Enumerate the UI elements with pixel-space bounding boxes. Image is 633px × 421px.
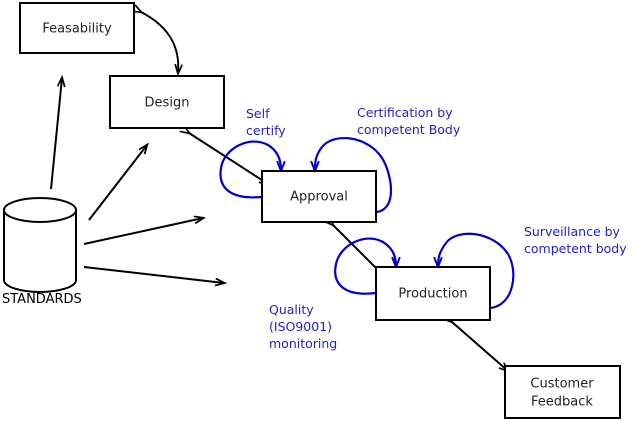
node-feasability-label: Feasability xyxy=(42,22,112,37)
datastore-standards: STANDARDS xyxy=(2,197,82,307)
node-customer-feedback-label-line1: Customer xyxy=(530,377,594,392)
node-design-label: Design xyxy=(145,96,190,111)
node-production[interactable]: Production xyxy=(375,266,491,321)
loop-certification-competent-body xyxy=(315,137,392,214)
node-design-box[interactable] xyxy=(109,75,225,129)
node-production-label: Production xyxy=(398,287,467,302)
node-feasability[interactable]: Feasability xyxy=(19,2,135,54)
annotation-certification-line-2: competent Body xyxy=(357,122,461,137)
annotation-certification-line-1: Certification by xyxy=(357,105,453,120)
annotation-self-certify-line-2: certify xyxy=(246,123,286,138)
annotation-surveillance-line-1: Surveillance by xyxy=(524,224,621,239)
arrow-design-approval xyxy=(189,133,268,184)
annotation-quality-monitoring: Quality (ISO9001) monitoring xyxy=(269,302,337,351)
arrow-feasability-design xyxy=(141,12,178,73)
arrow-production-customer-feedback xyxy=(452,322,508,371)
node-approval-label: Approval xyxy=(290,190,348,205)
node-customer-feedback[interactable]: Customer Feedback xyxy=(504,365,621,419)
node-feasability-box[interactable] xyxy=(19,2,135,54)
node-customer-feedback-box[interactable] xyxy=(504,365,621,419)
annotation-quality-line-3: monitoring xyxy=(269,336,337,351)
annotation-surveillance-competent-body: Surveillance by competent body xyxy=(524,224,627,256)
datastore-label: STANDARDS xyxy=(2,292,82,307)
arrow-standards-to-production xyxy=(83,266,224,283)
node-approval-box[interactable] xyxy=(261,170,377,223)
node-customer-feedback-label-line2: Feedback xyxy=(531,395,593,410)
arrow-standards-to-approval xyxy=(83,218,203,245)
loop-self-certify xyxy=(219,140,281,199)
annotation-surveillance-line-2: competent body xyxy=(524,241,627,256)
node-design[interactable]: Design xyxy=(109,75,225,129)
annotation-quality-line-1: Quality xyxy=(269,302,314,317)
node-production-box[interactable] xyxy=(375,266,491,321)
arrow-standards-to-design xyxy=(88,145,147,221)
arrow-standards-to-feasability xyxy=(50,78,62,190)
cylinder-top-ellipse xyxy=(3,197,77,223)
annotation-self-certify: Self certify xyxy=(246,106,286,138)
loop-surveillance-competent-body xyxy=(438,232,515,310)
cylinder-body xyxy=(3,209,77,293)
annotation-certification-competent-body: Certification by competent Body xyxy=(357,105,461,137)
annotation-quality-line-2: (ISO9001) xyxy=(269,319,332,334)
annotation-self-certify-line-1: Self xyxy=(246,106,270,121)
node-approval[interactable]: Approval xyxy=(261,170,377,223)
loop-quality-monitoring xyxy=(334,237,396,295)
